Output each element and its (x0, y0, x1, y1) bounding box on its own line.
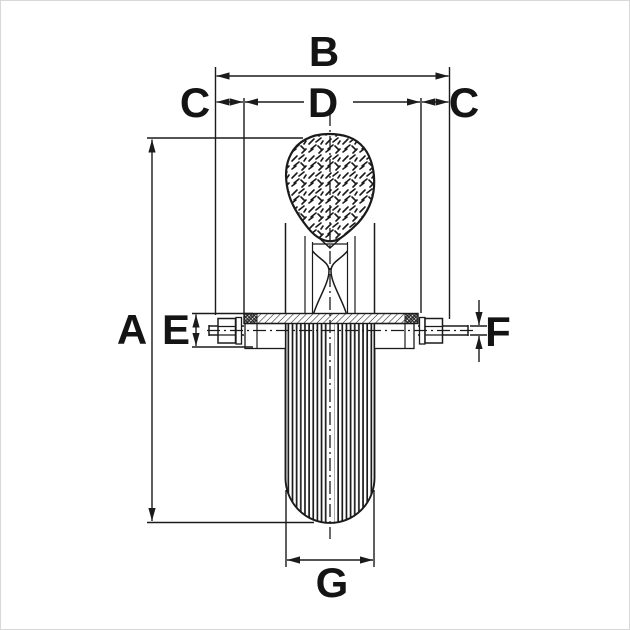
dim-label-c-right: C (449, 79, 479, 126)
dim-label-g: G (316, 559, 349, 606)
dim-label-c-left: C (180, 79, 210, 126)
dimension-f: F (470, 300, 511, 362)
axle-end-cap-left (243, 313, 258, 324)
rim-stem (311, 242, 349, 315)
hub-body (244, 322, 415, 350)
wheel-drawing (207, 113, 473, 539)
dimension-a: A (117, 137, 314, 524)
axle-tube (243, 312, 419, 325)
dimension-e: E (162, 306, 253, 353)
dimension-c-d: C D C (180, 79, 479, 313)
dimension-b: B (214, 28, 451, 319)
tire-silhouette-lines (284, 223, 376, 314)
dim-label-e: E (162, 306, 190, 353)
axle-end-cap-right (404, 313, 419, 324)
dim-label-f: F (485, 308, 511, 355)
dim-label-a: A (117, 306, 147, 353)
dim-label-d: D (308, 79, 338, 126)
dimension-g: G (285, 490, 375, 606)
dim-label-b: B (309, 28, 339, 75)
